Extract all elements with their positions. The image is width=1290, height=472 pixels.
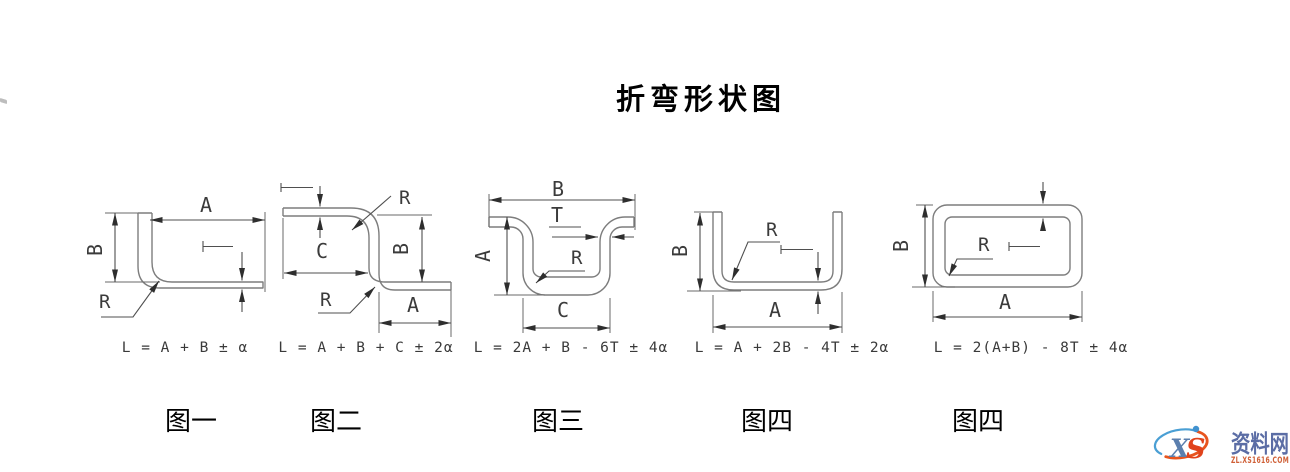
fig5-radius-leader [948,258,993,277]
fig5-label-B: B [889,240,913,252]
fig2-label-B: B [389,243,413,255]
fig2-thickness-datum-symbol [280,183,313,192]
fig1-profile-inner [151,213,263,283]
fig4-profile-outer [712,212,843,291]
fig1-label-R: R [99,291,111,313]
fig2-radius-leader-top [351,195,392,231]
figure-2-drawing: C R B A R [280,183,452,337]
caption-fig3: 图三 [531,407,584,436]
fig5-extension-lines [912,204,1083,322]
fig3-label-B: B [552,177,564,201]
figure-1-drawing: A B R [83,193,266,318]
fig5-thickness-datum-symbol [1008,242,1040,251]
fig4-label-R: R [766,219,778,241]
formula-fig5: L = 2(A+B) - 8T ± 4α [933,340,1129,356]
fig2-extension-lines [282,214,452,337]
fig2-label-R-bottom: R [320,289,332,311]
fig4-label-A: A [769,298,781,322]
watermark-ellipse-ring [1153,428,1209,460]
fig5-label-A: A [999,290,1011,314]
fig3-profile-outer [489,226,634,296]
fig1-thickness-datum-symbol [202,241,233,252]
formula-fig4: L = A + 2B - 4T ± 2α [694,340,890,356]
watermark-logo: X S 资料网 ZL.XS1616.COM [1153,425,1289,466]
fig5-profile-inner [944,216,1071,276]
fig2-profile-inner [283,215,451,283]
fig3-label-A: A [471,250,495,262]
figure-3-drawing: B T A R C [471,177,636,333]
fig1-radius-leader [101,280,160,318]
formula-fig2: L = A + B + C ± 2α [278,340,454,356]
watermark-letter-s: S [1186,434,1206,465]
fig4-profile-inner [721,212,834,283]
watermark-dot-icon [1192,425,1200,433]
fig4-extension-lines [687,211,843,333]
fig1-label-A: A [200,193,212,217]
caption-fig2: 图二 [309,407,362,436]
fig1-label-B: B [83,244,107,256]
formula-fig3: L = 2A + B - 6T ± 4α [473,340,669,356]
watermark-ring-orange-arc [1164,430,1209,460]
fig3-label-C: C [557,298,569,322]
fig1-end-caps [138,212,264,289]
fig4-label-B: B [668,245,692,257]
fig2-label-A: A [407,293,419,317]
caption-fig1: 图一 [164,407,217,436]
fig1-extension-lines [105,212,266,292]
watermark-site-url: ZL.XS1616.COM [1231,456,1289,466]
fig3-label-T: T [551,203,563,227]
fig2-end-caps [282,208,452,290]
page-title: 折弯形状图 [615,84,786,116]
fig5-label-R: R [978,234,990,256]
caption-fig5: 图四 [951,407,1004,436]
fig5-profile-outer [932,204,1083,288]
formula-fig1: L = A + B ± α [121,340,249,356]
fig2-profile-outer [283,207,451,291]
fig2-label-C: C [316,239,328,263]
caption-fig4: 图四 [740,407,793,436]
watermark-ring-blue-arc [1153,428,1200,456]
watermark-letter-x: X [1168,434,1191,463]
fig3-extension-lines [488,194,636,333]
fig3-radius-leader [535,270,585,284]
figure-5-drawing: B R A [889,182,1083,322]
watermark-site-name: 资料网 [1231,431,1289,458]
fig4-radius-leader [731,241,780,281]
fig2-radius-leader-bottom [318,286,376,314]
fig4-thickness-datum-symbol [780,245,813,254]
fig3-label-R: R [571,247,583,269]
fig2-label-R-top: R [399,187,411,209]
figure-4-drawing: B R A [668,211,843,333]
